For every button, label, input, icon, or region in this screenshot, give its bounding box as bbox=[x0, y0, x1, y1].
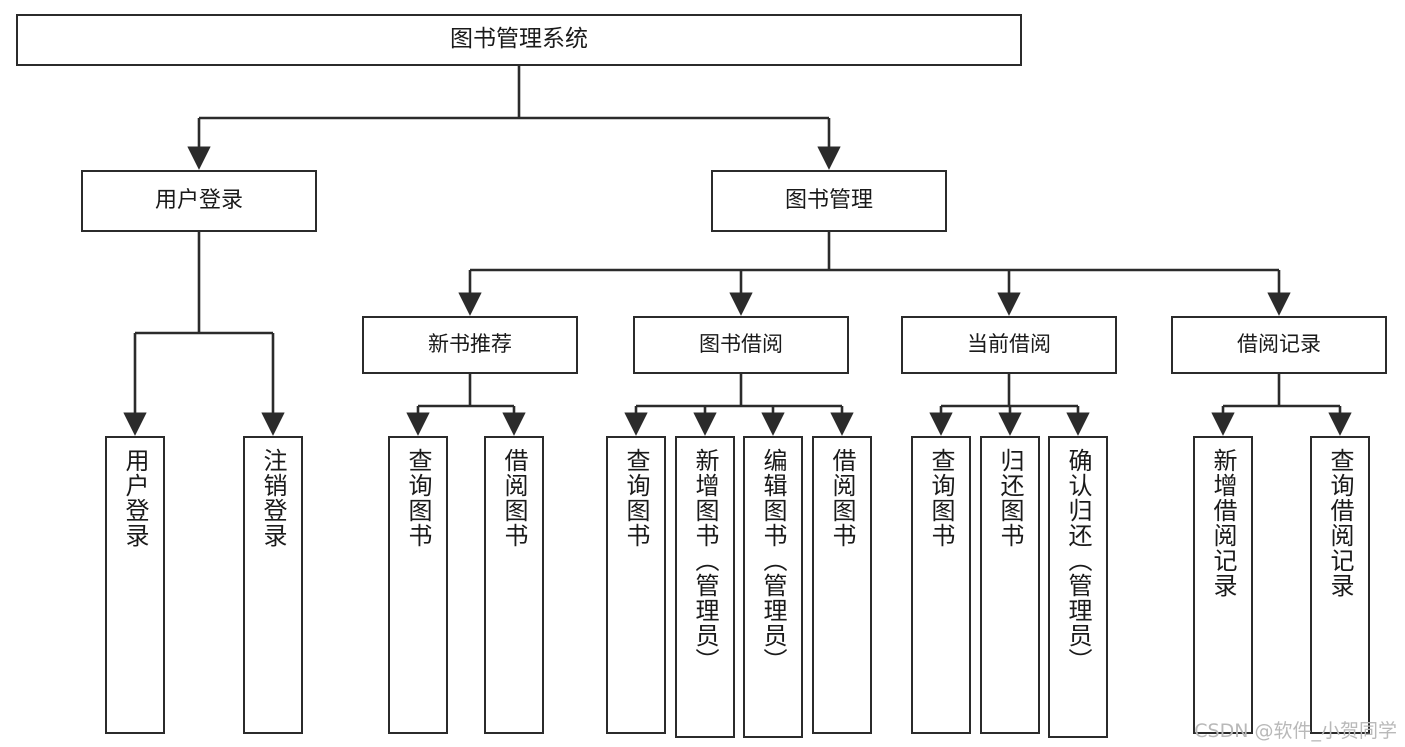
leaf-new-book-1[interactable]: 查询图书 bbox=[388, 436, 448, 734]
leaf-user-login-1-label: 用户登录 bbox=[121, 448, 149, 548]
leaf-book-borrow-4-label: 借阅图书 bbox=[828, 448, 856, 548]
node-current-borrow[interactable]: 当前借阅 bbox=[901, 316, 1117, 374]
leaf-book-borrow-3-label: 编辑图书（管理员） bbox=[759, 448, 787, 673]
leaf-current-borrow-2[interactable]: 归还图书 bbox=[980, 436, 1040, 734]
leaf-user-login-2-label: 注销登录 bbox=[259, 448, 287, 548]
leaf-borrow-record-2[interactable]: 查询借阅记录 bbox=[1310, 436, 1370, 734]
leaf-current-borrow-3-label: 确认归还（管理员） bbox=[1064, 448, 1092, 673]
node-root[interactable]: 图书管理系统 bbox=[16, 14, 1022, 66]
node-book-manage-label: 图书管理 bbox=[784, 187, 873, 213]
leaf-new-book-2[interactable]: 借阅图书 bbox=[484, 436, 544, 734]
node-root-label: 图书管理系统 bbox=[450, 26, 588, 53]
node-borrow-record[interactable]: 借阅记录 bbox=[1171, 316, 1387, 374]
leaf-borrow-record-1[interactable]: 新增借阅记录 bbox=[1193, 436, 1253, 734]
leaf-book-borrow-2[interactable]: 新增图书（管理员） bbox=[675, 436, 735, 738]
node-book-borrow-label: 图书借阅 bbox=[699, 332, 783, 357]
leaf-borrow-record-2-label: 查询借阅记录 bbox=[1326, 448, 1354, 598]
leaf-new-book-1-label: 查询图书 bbox=[404, 448, 432, 548]
leaf-user-login-1[interactable]: 用户登录 bbox=[105, 436, 165, 734]
node-user-login[interactable]: 用户登录 bbox=[81, 170, 317, 232]
node-new-book-label: 新书推荐 bbox=[428, 332, 512, 357]
leaf-book-borrow-4[interactable]: 借阅图书 bbox=[812, 436, 872, 734]
leaf-user-login-2[interactable]: 注销登录 bbox=[243, 436, 303, 734]
leaf-current-borrow-1-label: 查询图书 bbox=[927, 448, 955, 548]
leaf-current-borrow-1[interactable]: 查询图书 bbox=[911, 436, 971, 734]
node-new-book[interactable]: 新书推荐 bbox=[362, 316, 578, 374]
leaf-book-borrow-2-label: 新增图书（管理员） bbox=[691, 448, 719, 673]
node-user-login-label: 用户登录 bbox=[154, 187, 243, 213]
node-book-borrow[interactable]: 图书借阅 bbox=[633, 316, 849, 374]
leaf-book-borrow-3[interactable]: 编辑图书（管理员） bbox=[743, 436, 803, 738]
node-book-manage[interactable]: 图书管理 bbox=[711, 170, 947, 232]
leaf-current-borrow-2-label: 归还图书 bbox=[996, 448, 1024, 548]
node-borrow-record-label: 借阅记录 bbox=[1237, 332, 1321, 357]
leaf-book-borrow-1-label: 查询图书 bbox=[622, 448, 650, 548]
leaf-book-borrow-1[interactable]: 查询图书 bbox=[606, 436, 666, 734]
leaf-new-book-2-label: 借阅图书 bbox=[500, 448, 528, 548]
leaf-borrow-record-1-label: 新增借阅记录 bbox=[1209, 448, 1237, 598]
leaf-current-borrow-3[interactable]: 确认归还（管理员） bbox=[1048, 436, 1108, 738]
node-current-borrow-label: 当前借阅 bbox=[967, 332, 1051, 357]
